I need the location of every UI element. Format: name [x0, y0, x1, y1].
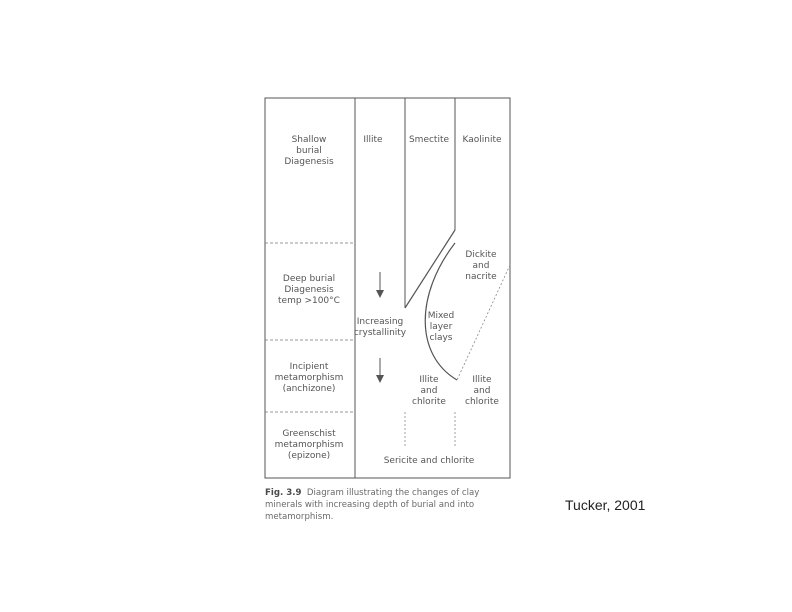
svg-text:chlorite: chlorite	[412, 397, 446, 407]
svg-text:Mixed: Mixed	[428, 311, 455, 321]
dickite-label: Dickite and nacrite	[465, 250, 497, 282]
credit-text: Tucker, 2001	[565, 497, 646, 513]
zone-greenschist-label: Greenschist metamorphism (epizone)	[275, 429, 344, 461]
svg-text:Diagenesis: Diagenesis	[284, 157, 334, 167]
svg-text:(anchizone): (anchizone)	[283, 384, 336, 394]
kaolinite-transition-dashed-line	[456, 264, 511, 381]
svg-text:Greenschist: Greenschist	[282, 429, 336, 439]
svg-text:chlorite: chlorite	[465, 397, 499, 407]
illite-chlorite-kaolinite-label: Illite and chlorite	[465, 375, 499, 407]
svg-text:Illite: Illite	[472, 375, 492, 385]
svg-text:Diagenesis: Diagenesis	[284, 285, 334, 295]
svg-text:layer: layer	[430, 322, 453, 332]
svg-text:metamorphism: metamorphism	[275, 440, 344, 450]
zone-deep-label: Deep burial Diagenesis temp >100°C	[278, 274, 340, 306]
down-arrow-icon	[376, 358, 384, 383]
down-arrow-icon	[376, 272, 384, 298]
svg-text:Dickite: Dickite	[465, 250, 497, 260]
svg-text:and: and	[474, 386, 491, 396]
illite-chlorite-smectite-label: Illite and chlorite	[412, 375, 446, 407]
svg-text:and: and	[421, 386, 438, 396]
svg-text:burial: burial	[296, 146, 322, 156]
svg-text:crystallinity: crystallinity	[354, 328, 407, 338]
crystallinity-label: Increasing crystallinity	[354, 317, 407, 338]
smectite-illite-transition-line	[404, 229, 456, 309]
sericite-label: Sericite and chlorite	[384, 456, 475, 466]
mixed-layer-curve	[424, 242, 458, 381]
svg-text:Increasing: Increasing	[357, 317, 403, 327]
svg-text:Illite: Illite	[419, 375, 439, 385]
mixed-layer-label: Mixed layer clays	[428, 311, 455, 343]
kaolinite-header: Kaolinite	[462, 135, 501, 145]
svg-text:(epizone): (epizone)	[288, 451, 330, 461]
zone-incipient-label: Incipient metamorphism (anchizone)	[275, 362, 344, 394]
caption-label: Fig. 3.9	[265, 488, 302, 498]
svg-text:Deep burial: Deep burial	[283, 274, 335, 284]
svg-text:metamorphism: metamorphism	[275, 373, 344, 383]
zone-shallow-label: Shallow burial Diagenesis	[284, 135, 334, 167]
svg-text:Incipient: Incipient	[290, 362, 329, 372]
svg-text:temp >100°C: temp >100°C	[278, 296, 340, 306]
figure-caption: Fig. 3.9 Diagram illustrating the change…	[265, 487, 515, 523]
smectite-header: Smectite	[409, 135, 450, 145]
svg-text:and: and	[473, 261, 490, 271]
illite-header: Illite	[363, 135, 383, 145]
svg-text:nacrite: nacrite	[465, 272, 497, 282]
svg-text:Shallow: Shallow	[292, 135, 327, 145]
svg-text:clays: clays	[430, 333, 453, 343]
diagram-frame	[264, 97, 511, 479]
caption-text: Diagram illustrating the changes of clay…	[265, 488, 480, 522]
